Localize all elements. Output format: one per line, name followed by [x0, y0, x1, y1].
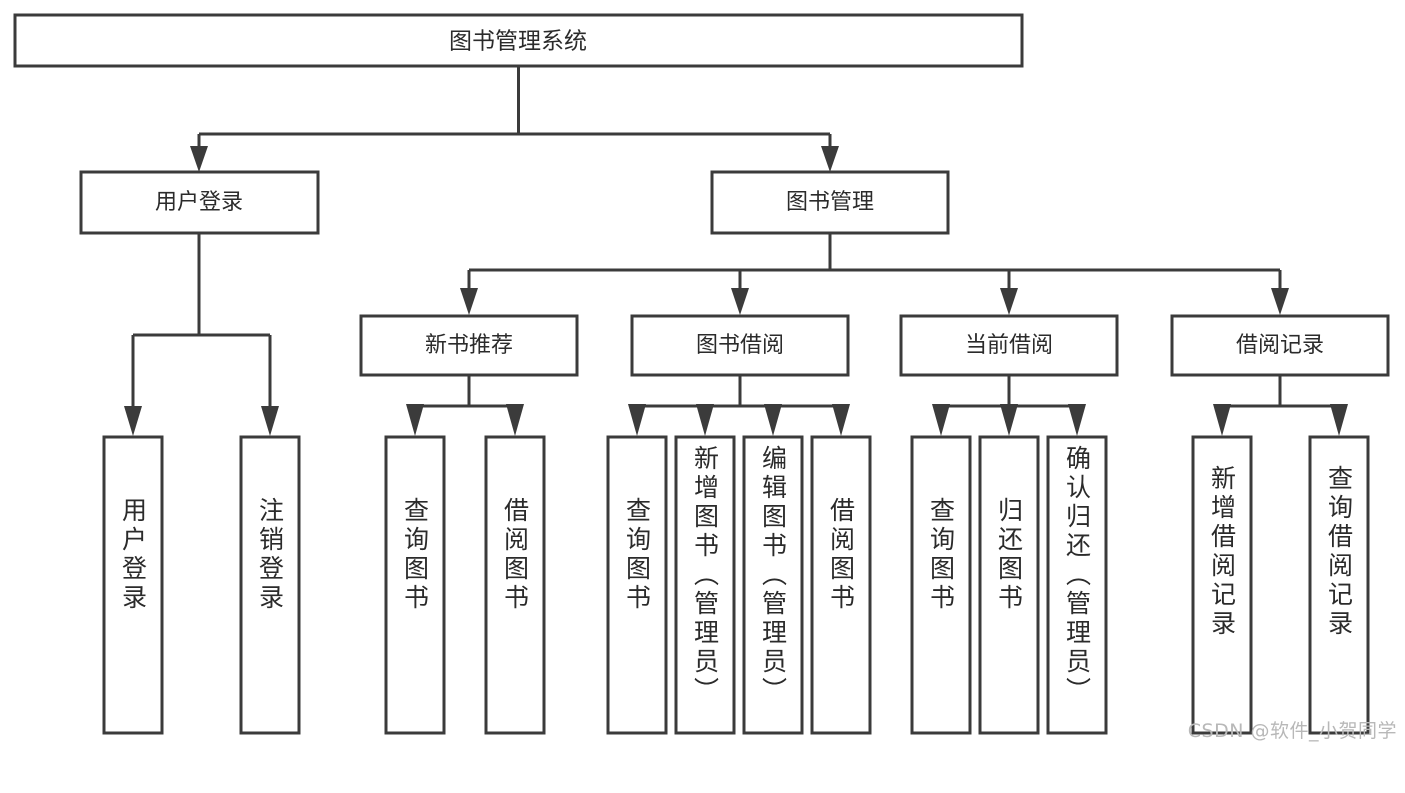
node-user-login-label: 用户登录 — [155, 190, 243, 215]
node-new-book-recommend[interactable]: 新书推荐 — [359, 314, 579, 377]
leaf-box-br-query-record[interactable] — [1308, 435, 1370, 735]
arrow-head-bb-leaf-2 — [696, 404, 714, 436]
node-user-login[interactable]: 用户登录 — [79, 170, 320, 235]
arrow-head-bb-leaf-4 — [832, 404, 850, 436]
arrow-head-cb-leaf-2 — [1000, 404, 1018, 436]
node-book-manage-label: 图书管理 — [786, 190, 874, 215]
leaf-box-cb-return-book[interactable] — [978, 435, 1040, 735]
arrow-head-current-borrow — [1000, 288, 1018, 315]
arrow-head-borrow-record — [1271, 288, 1289, 315]
arrow-head-br-leaf-2 — [1330, 404, 1348, 436]
watermark-text: CSDN @软件_小贺同学 — [1187, 720, 1397, 742]
node-user-login-box[interactable] — [79, 170, 320, 235]
arrow-head-leaf-user-login — [124, 406, 142, 436]
node-current-borrow[interactable]: 当前借阅 — [899, 314, 1119, 377]
leaf-box-cb-confirm-return[interactable] — [1046, 435, 1108, 735]
node-book-borrow-label: 图书借阅 — [696, 333, 784, 358]
flowchart-svg: 图书管理系统 用户登录 图书管理 新书推荐 图书借阅 当前借阅 借阅记录 — [13, 13, 1390, 735]
node-new-book-recommend-box[interactable] — [359, 314, 579, 377]
leaf-box-bb-edit-book[interactable] — [742, 435, 804, 735]
arrow-head-nb-leaf-2 — [506, 404, 524, 436]
arrow-head-user-login — [190, 146, 208, 172]
leaf-box-logout[interactable] — [239, 435, 301, 735]
leaf-box-bb-borrow-book[interactable] — [810, 435, 872, 735]
leaf-box-bb-add-book[interactable] — [674, 435, 736, 735]
arrow-head-book-manage — [821, 146, 839, 172]
arrow-head-book-borrow — [731, 288, 749, 315]
node-borrow-record[interactable]: 借阅记录 — [1170, 314, 1390, 377]
arrow-head-bb-leaf-1 — [628, 404, 646, 436]
arrow-head-bb-leaf-3 — [764, 404, 782, 436]
leaf-box-cb-query-book[interactable] — [910, 435, 972, 735]
arrow-head-br-leaf-1 — [1213, 404, 1231, 436]
node-book-manage[interactable]: 图书管理 — [710, 170, 950, 235]
node-borrow-record-box[interactable] — [1170, 314, 1390, 377]
node-book-borrow-box[interactable] — [630, 314, 850, 377]
node-root-box[interactable] — [13, 13, 1024, 68]
node-root-label: 图书管理系统 — [449, 29, 587, 55]
node-current-borrow-box[interactable] — [899, 314, 1119, 377]
flowchart-canvas: 图书管理系统 用户登录 图书管理 新书推荐 图书借阅 当前借阅 借阅记录 — [13, 13, 1397, 742]
node-book-borrow[interactable]: 图书借阅 — [630, 314, 850, 377]
leaf-box-nb-query-book[interactable] — [384, 435, 446, 735]
arrow-head-cb-leaf-3 — [1068, 404, 1086, 436]
leaf-box-br-add-record[interactable] — [1191, 435, 1253, 735]
connector-layer — [124, 66, 1348, 436]
node-book-manage-box[interactable] — [710, 170, 950, 235]
arrow-head-new-book-recommend — [460, 288, 478, 315]
arrow-head-nb-leaf-1 — [406, 404, 424, 436]
node-current-borrow-label: 当前借阅 — [965, 333, 1053, 358]
leaf-box-bb-query-book[interactable] — [606, 435, 668, 735]
node-root[interactable]: 图书管理系统 — [13, 13, 1024, 68]
leaf-box-user-login[interactable] — [102, 435, 164, 735]
arrow-head-cb-leaf-1 — [932, 404, 950, 436]
node-new-book-recommend-label: 新书推荐 — [425, 333, 513, 358]
arrow-head-leaf-logout — [261, 406, 279, 436]
node-borrow-record-label: 借阅记录 — [1236, 333, 1324, 358]
leaf-box-nb-borrow-book[interactable] — [484, 435, 546, 735]
